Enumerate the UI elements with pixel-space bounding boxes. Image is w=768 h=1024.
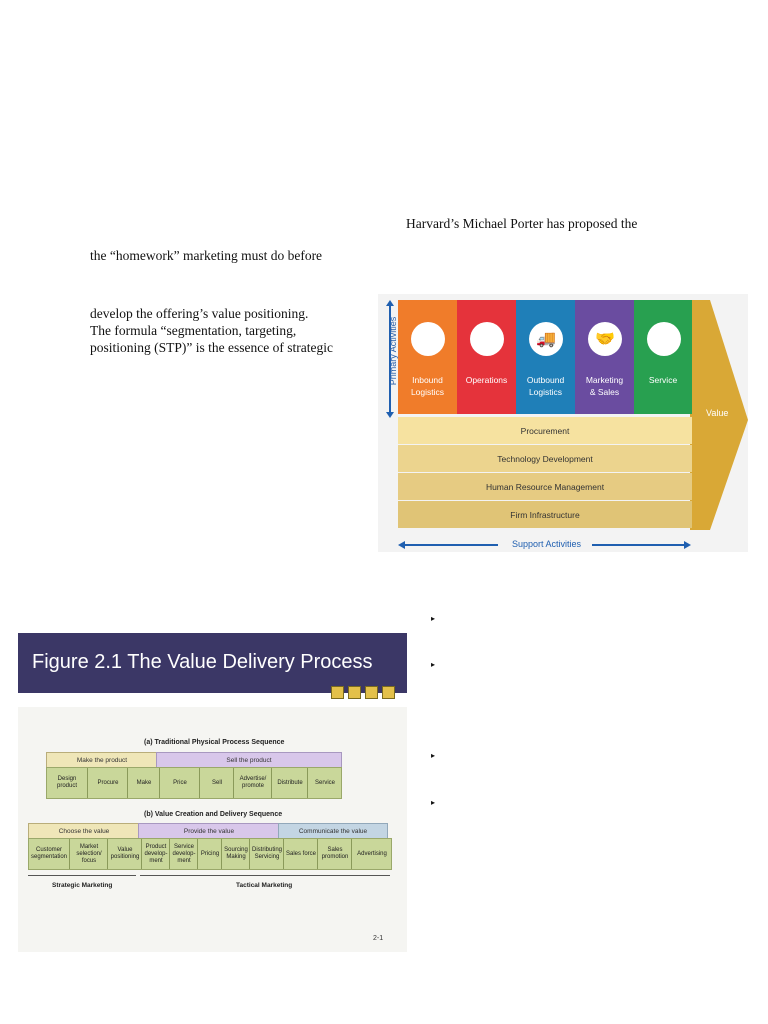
sell-the-product-band: Sell the product bbox=[156, 752, 342, 768]
cell-distributing-servicing: Distributing Servicing bbox=[249, 839, 284, 869]
support-procurement: Procurement bbox=[398, 417, 692, 444]
value-label: Value bbox=[706, 408, 729, 418]
square-icon bbox=[331, 686, 344, 699]
gears-icon: ⚙ bbox=[470, 322, 504, 356]
cell-advertise-promote: Advertise/ promote bbox=[233, 768, 272, 798]
tactical-marketing-label: Tactical Marketing bbox=[236, 882, 293, 889]
tactical-bracket-line bbox=[140, 875, 390, 876]
primary-activities-label: Primary Activities bbox=[388, 316, 398, 386]
cell-sourcing-making: Sourcing Making bbox=[221, 839, 250, 869]
value-creation-sequence-title: (b) Value Creation and Delivery Sequence bbox=[144, 811, 283, 818]
cell-advertising: Advertising bbox=[351, 839, 392, 869]
square-icon bbox=[382, 686, 395, 699]
cell-design-product: Design product bbox=[56, 776, 77, 789]
operations-label: Operations bbox=[465, 375, 508, 385]
primary-service: ⚙ Service bbox=[634, 300, 692, 414]
truck-icon: 🚚 bbox=[529, 322, 563, 356]
communicate-the-value-band: Communicate the value bbox=[278, 823, 388, 839]
text-line-stp: positioning (STP)” is the essence of str… bbox=[90, 340, 333, 355]
cell-pricing: Pricing bbox=[197, 839, 222, 869]
arrow-right-icon bbox=[684, 541, 691, 549]
bullet-icon: ▸ bbox=[431, 614, 436, 623]
text-line-homework: the “homework” marketing must do before bbox=[90, 248, 323, 263]
primary-marketing-sales: 🤝 Marketing & Sales bbox=[575, 300, 634, 414]
choose-the-value-band: Choose the value bbox=[28, 823, 140, 839]
bullet-icon: ▸ bbox=[431, 660, 436, 669]
text-line-offering: develop the offering’s value positioning… bbox=[90, 306, 309, 321]
cell-market-selection-focus: Market selection/ focus bbox=[69, 839, 108, 869]
arrow-down-icon bbox=[386, 412, 394, 418]
text-line-formula: The formula “segmentation, targeting, bbox=[90, 323, 297, 338]
cell-service-development: Service develop- ment bbox=[169, 839, 198, 869]
outbound-label-1: Outbound bbox=[526, 375, 565, 385]
traditional-sequence-title: (a) Traditional Physical Process Sequenc… bbox=[144, 739, 285, 746]
inbound-label-2: Logistics bbox=[410, 387, 445, 397]
bullet-icon: ▸ bbox=[431, 751, 436, 760]
cell-product-development: Product develop- ment bbox=[141, 839, 170, 869]
value-arrow-shape bbox=[690, 300, 748, 530]
support-human-resource-management: Human Resource Management bbox=[398, 473, 692, 500]
marketing-label-2: & Sales bbox=[589, 387, 620, 397]
value-creation-cells: Customer segmentation Market selection/ … bbox=[28, 838, 392, 870]
cell-service: Service bbox=[307, 768, 342, 798]
figure-title: Figure 2.1 The Value Delivery Process bbox=[32, 651, 373, 673]
cell-make: Make bbox=[127, 768, 160, 798]
cell-price: Price bbox=[159, 768, 200, 798]
strategic-bracket-line bbox=[28, 875, 136, 876]
cell-sell: Sell bbox=[199, 768, 234, 798]
support-arrow-right-line bbox=[592, 544, 684, 546]
gear-hand-icon: ⚙ bbox=[647, 322, 681, 356]
bullet-icon: ▸ bbox=[431, 798, 436, 807]
handshake-icon: 🤝 bbox=[588, 322, 622, 356]
make-the-product-band: Make the product bbox=[46, 752, 158, 768]
text-line-porter: Harvard’s Michael Porter has proposed th… bbox=[406, 216, 638, 231]
cell-sales-force: Sales force bbox=[283, 839, 318, 869]
primary-operations: ⚙ Operations bbox=[457, 300, 516, 414]
provide-the-value-band: Provide the value bbox=[138, 823, 280, 839]
cell-customer-segmentation: Customer segmentation bbox=[30, 847, 68, 860]
cell-value-positioning: Value positioning bbox=[107, 839, 142, 869]
outbound-label-2: Logistics bbox=[528, 387, 563, 397]
traditional-cells: Design product Procure Make Price Sell A… bbox=[46, 767, 342, 799]
cell-distribute: Distribute bbox=[271, 768, 308, 798]
support-activities-label: Support Activities bbox=[512, 539, 582, 549]
marketing-label-1: Marketing bbox=[585, 375, 624, 385]
arrow-up-icon bbox=[386, 300, 394, 306]
primary-activities-arrow-line bbox=[389, 304, 391, 414]
inbound-label-1: Inbound bbox=[412, 375, 443, 385]
page-number: 2-1 bbox=[373, 935, 384, 942]
cell-procure: Procure bbox=[87, 768, 128, 798]
arrow-left-icon bbox=[398, 541, 405, 549]
figure-header: Figure 2.1 The Value Delivery Process bbox=[18, 633, 407, 693]
support-firm-infrastructure: Firm Infrastructure bbox=[398, 501, 692, 528]
service-label: Service bbox=[648, 375, 678, 385]
strategic-marketing-label: Strategic Marketing bbox=[52, 882, 113, 889]
support-technology-development: Technology Development bbox=[398, 445, 692, 472]
crane-icon: 🏗 bbox=[411, 322, 445, 356]
square-icon bbox=[348, 686, 361, 699]
support-arrow-left-line bbox=[404, 544, 498, 546]
cell-sales-promotion: Sales promotion bbox=[317, 839, 352, 869]
square-icon bbox=[365, 686, 378, 699]
